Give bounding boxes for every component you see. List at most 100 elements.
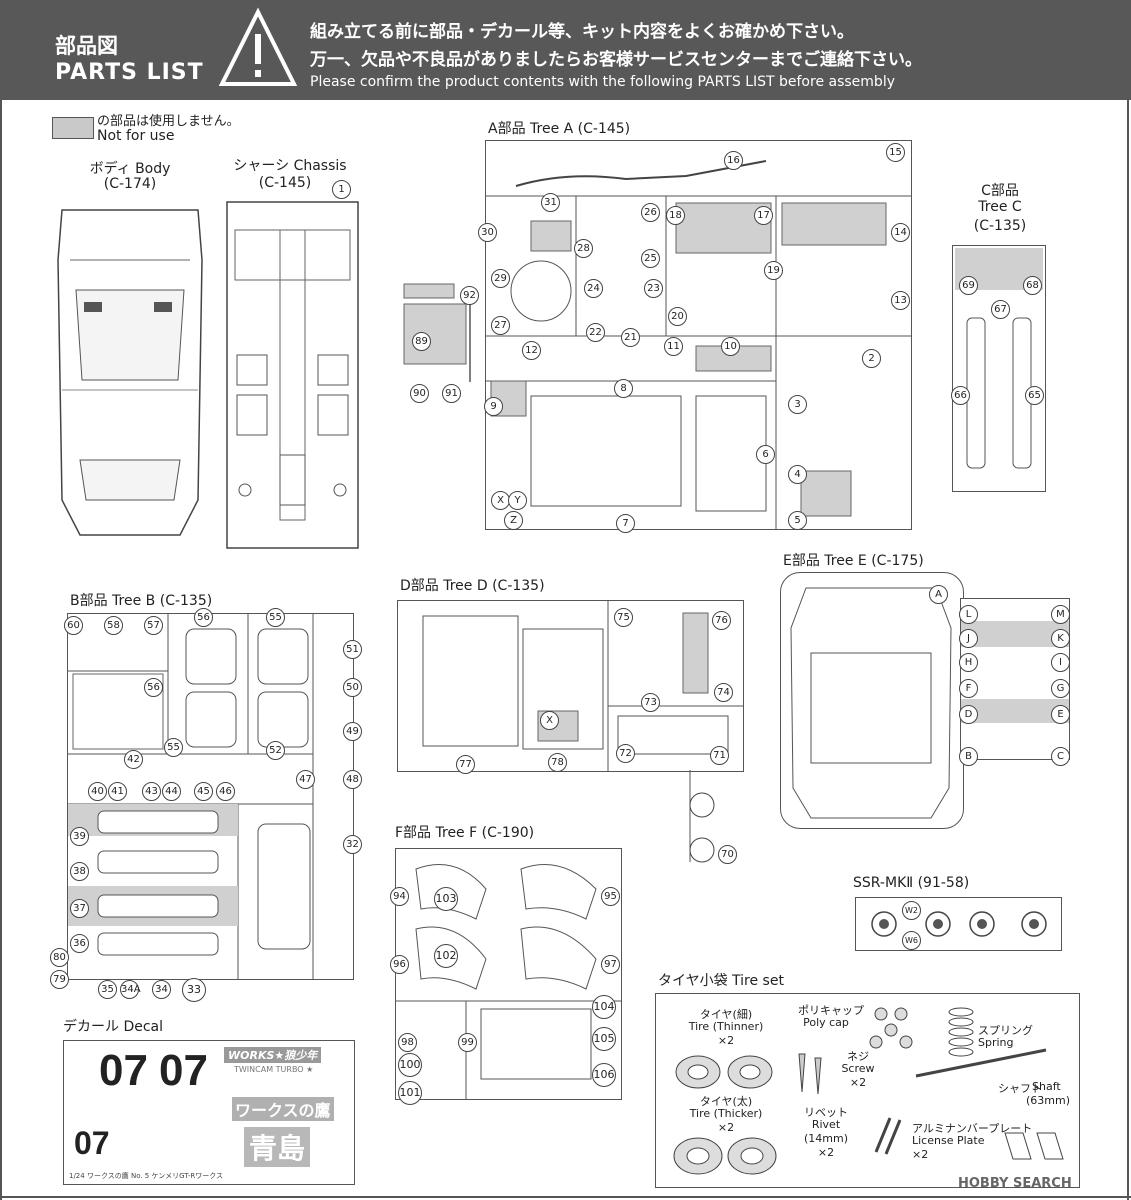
spring-jp: スプリング xyxy=(978,1024,1033,1037)
rivet-qty: ×2 xyxy=(817,1146,835,1159)
watermark: HOBBY SEARCH xyxy=(958,1176,1072,1191)
part-number: 100 xyxy=(398,1053,422,1077)
legend-en: Not for use xyxy=(97,128,175,144)
tire-thin-en: Tire (Thinner) xyxy=(688,1020,764,1033)
rivet-detail: (14mm) xyxy=(803,1132,848,1145)
tire-thin-qty: ×2 xyxy=(717,1034,735,1047)
rivet-jp: リベット xyxy=(804,1106,848,1119)
body-code: (C-174) xyxy=(103,176,157,192)
part-number: 12 xyxy=(522,341,541,360)
tree-a-frame: 16 15 31 30 28 29 27 26 25 24 23 22 21 1… xyxy=(478,140,912,533)
shaft-jp: シャフト xyxy=(998,1082,1042,1095)
part-number: 37 xyxy=(70,899,89,918)
exclamation-triangle-icon xyxy=(218,7,298,94)
body-shell xyxy=(50,200,210,545)
tree-a-side: 92 89 90 91 xyxy=(400,282,479,403)
part-number: 14 xyxy=(891,223,910,242)
notice-en: Please confirm the product contents with… xyxy=(310,74,895,90)
decal-title: デカール Decal xyxy=(63,1019,164,1035)
part-number: 80 xyxy=(50,948,69,967)
part-number: 28 xyxy=(574,239,593,258)
part-number: 67 xyxy=(991,300,1010,319)
part-number: 7 xyxy=(616,514,635,533)
part-number: 92 xyxy=(460,286,479,305)
part-number: 17 xyxy=(754,206,773,225)
part-number: 6 xyxy=(756,445,775,464)
tree-f-frame: 94 95 103 102 96 97 104 105 106 98 99 10… xyxy=(390,848,622,1105)
part-number: 42 xyxy=(124,750,143,769)
tree-b-label: B部品 Tree B (C-135) xyxy=(70,593,213,609)
part-number: Z xyxy=(504,511,523,530)
part-number: 38 xyxy=(70,862,89,881)
part-number: I xyxy=(1051,653,1070,672)
part-number: 21 xyxy=(621,328,640,347)
part-number: 50 xyxy=(343,678,362,697)
screw-qty: ×2 xyxy=(849,1076,867,1089)
body-label: ボディ Body xyxy=(89,161,171,177)
part-number: M xyxy=(1051,605,1070,624)
part-number: F xyxy=(959,679,978,698)
part-number: 97 xyxy=(601,955,620,974)
tree-d-label: D部品 Tree D (C-135) xyxy=(400,578,545,594)
part-number: 60 xyxy=(64,616,83,635)
tree-a-label: A部品 Tree A (C-145) xyxy=(488,121,631,137)
part-number: 32 xyxy=(343,835,362,854)
notice-jp-line1: 組み立てる前に部品・デカール等、キット内容をよくお確かめ下さい。 xyxy=(310,22,854,42)
part-number: 16 xyxy=(724,151,743,170)
part-number: 52 xyxy=(266,741,285,760)
decal-number-1: 07 xyxy=(99,1046,148,1095)
part-number: 15 xyxy=(886,143,905,162)
part-number: 9 xyxy=(484,397,503,416)
frame-left xyxy=(0,100,2,1200)
plate-qty: ×2 xyxy=(912,1148,929,1161)
wheel-mark: W2 xyxy=(902,901,921,920)
part-number: 98 xyxy=(398,1033,417,1052)
part-number: 35 xyxy=(98,980,117,999)
part-number: 34 xyxy=(152,980,171,999)
decal-brand: WORKS★狼少年 xyxy=(224,1047,322,1063)
part-number: J xyxy=(959,629,978,648)
part-number: 90 xyxy=(410,384,429,403)
part-number: 20 xyxy=(668,307,687,326)
chassis-code: (C-145) xyxy=(258,175,312,191)
part-number: 95 xyxy=(601,887,620,906)
part-number: 56 xyxy=(144,678,163,697)
part-number: C xyxy=(1051,747,1070,766)
tree-f-label: F部品 Tree F (C-190) xyxy=(395,825,535,841)
decal-sub: TWINCAM TURBO ★ xyxy=(234,1065,314,1074)
part-number: 78 xyxy=(548,753,567,772)
part-number: L xyxy=(959,605,978,624)
part-number: 10 xyxy=(721,337,740,356)
tree-d-frame: 75 76 74 73 72 77 78 X xyxy=(397,600,744,774)
shaft-detail: (63mm) xyxy=(1026,1094,1071,1107)
decal-logo: 青島 xyxy=(244,1127,311,1167)
part-number: B xyxy=(959,747,978,766)
tree-e-body-frame: A xyxy=(780,572,964,829)
part-number: 51 xyxy=(343,640,362,659)
decal-sheet: 07 07 07 WORKS★狼少年 TWINCAM TURBO ★ ワークスの… xyxy=(63,1040,355,1185)
decal-footer: 1/24 ワークスの鷹 No. 5 ケンメリGT-Rワークス xyxy=(69,1172,224,1180)
part-number: 79 xyxy=(50,970,69,989)
decal-number-2: 07 xyxy=(159,1046,208,1095)
part-number: 43 xyxy=(142,782,161,801)
part-number: 76 xyxy=(712,611,731,630)
legend-jp: の部品は使用しません。 xyxy=(97,114,240,129)
part-number: D xyxy=(959,705,978,724)
part-number: 23 xyxy=(644,279,663,298)
part-number: 29 xyxy=(491,269,510,288)
part-number: E xyxy=(1051,705,1070,724)
tire-thin-jp: タイヤ(細) xyxy=(699,1008,753,1021)
part-number: 19 xyxy=(764,261,783,280)
part-number: A xyxy=(929,585,948,604)
part-number: 8 xyxy=(614,379,633,398)
part-number: 36 xyxy=(70,934,89,953)
part-number: 72 xyxy=(616,744,635,763)
part-number: 3 xyxy=(788,395,807,414)
part-number: 102 xyxy=(434,944,458,968)
part-number: 33 xyxy=(182,978,206,1002)
part-number: 44 xyxy=(162,782,181,801)
part-number: 46 xyxy=(216,782,235,801)
part-number: 94 xyxy=(390,887,409,906)
part-number: 73 xyxy=(641,693,660,712)
part-number: 2 xyxy=(862,349,881,368)
